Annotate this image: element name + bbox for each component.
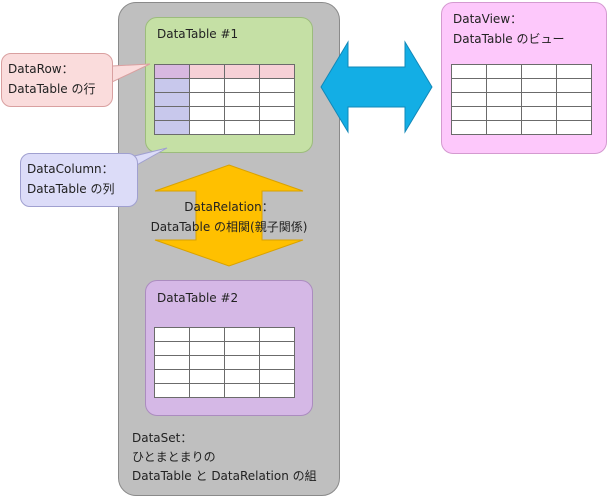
datacolumn-label-1: DataColumn： bbox=[27, 162, 114, 176]
dataview-grid bbox=[451, 64, 592, 135]
datatable-1-title: DataTable #1 bbox=[157, 27, 239, 41]
relation-label-1: DataRelation： bbox=[184, 200, 274, 214]
blue-double-arrow bbox=[320, 40, 433, 134]
dataset-label-2: ひとまとまりの bbox=[132, 450, 216, 464]
datarow-callout-pointer bbox=[111, 63, 151, 83]
datarow-label-2: DataTable の行 bbox=[8, 82, 96, 96]
dataview-label-2: DataTable のビュー bbox=[453, 32, 565, 46]
column-highlight-cell bbox=[154, 78, 190, 93]
datacolumn-callout: DataColumn： DataTable の列 bbox=[20, 153, 138, 207]
datarow-label-1: DataRow： bbox=[8, 62, 74, 76]
column-highlight-cell bbox=[154, 92, 190, 107]
datacolumn-label-2: DataTable の列 bbox=[27, 182, 115, 196]
dataset-label-3: DataTable と DataRelation の組 bbox=[132, 469, 317, 483]
datatable-2-grid bbox=[154, 327, 295, 398]
datarow-callout: DataRow： DataTable の行 bbox=[1, 53, 113, 107]
column-highlight-cell bbox=[154, 120, 190, 135]
dataset-label-1: DataSet： bbox=[132, 431, 193, 445]
row-highlight-cell bbox=[259, 64, 295, 79]
datatable-2-title: DataTable #2 bbox=[157, 291, 239, 305]
orange-double-arrow bbox=[154, 164, 304, 267]
dataview-label-1: DataView： bbox=[453, 12, 523, 26]
datatable-1-grid bbox=[154, 64, 295, 135]
relation-label-2: DataTable の相関(親子関係) bbox=[150, 220, 308, 234]
